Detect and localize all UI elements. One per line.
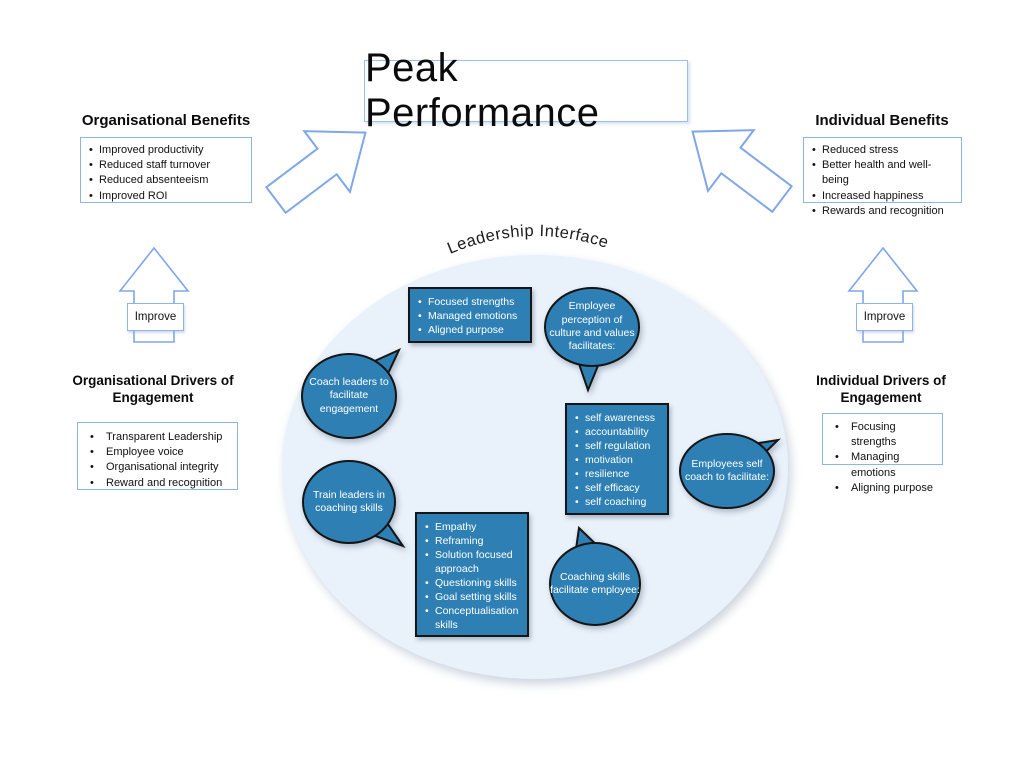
page-title: Peak Performance <box>365 46 600 135</box>
list-item: Reduced absenteeism <box>87 173 247 188</box>
diagonal-arrow-left-shape <box>264 130 367 215</box>
list-item: Improved ROI <box>87 189 247 204</box>
perception-bubble-text: Employee perception of culture and value… <box>549 300 635 353</box>
ind-drivers-box: Focusing strengthsManaging emotionsAlign… <box>822 413 943 496</box>
list-item: Focusing strengths <box>829 420 938 450</box>
coaching-skills-list: EmpathyReframingSolution focused approac… <box>424 520 525 633</box>
outcomes-list: Focused strengthsManaged emotionsAligned… <box>417 295 528 337</box>
list-item: Aligning purpose <box>829 481 938 496</box>
improve-right-label: Improve <box>863 311 906 323</box>
page-title-box: Peak Performance <box>364 46 688 135</box>
list-item: Focused strengths <box>417 295 528 309</box>
improve-left-box: Improve <box>127 303 184 331</box>
bubble-body <box>549 542 641 626</box>
coach-leaders-bubble-text: Coach leaders to facilitate engagement <box>309 375 389 415</box>
list-item: Aligned purpose <box>417 323 528 337</box>
list-item: Conceptualisation skills <box>424 604 525 632</box>
org-drivers-heading: Organisational Drivers of Engagement <box>72 373 234 405</box>
self-facilitation-list: self awarenessaccountabilityself regulat… <box>574 411 665 510</box>
self-coach-bubble-text: Employees self coach to facilitate: <box>684 457 770 483</box>
list-item: self awareness <box>574 411 665 425</box>
bubble-body <box>301 353 397 439</box>
list-item: self coaching <box>574 495 665 509</box>
list-item: Managing emotions <box>829 450 938 480</box>
list-item: motivation <box>574 453 665 467</box>
org-drivers-box: Transparent LeadershipEmployee voiceOrga… <box>77 422 238 491</box>
ind-benefits-heading: Individual Benefits <box>815 112 949 129</box>
org-benefits-list: Improved productivityReduced staff turno… <box>87 143 247 204</box>
list-item: self regulation <box>574 439 665 453</box>
list-item: Reduced stress <box>810 143 957 158</box>
leadership-interface-label: Leadership Interface <box>445 222 611 258</box>
list-item: Empathy <box>424 520 525 534</box>
speech-bubble-perception <box>544 287 640 393</box>
org-benefits-box: Improved productivityReduced staff turno… <box>80 137 252 204</box>
list-item: Reduced staff turnover <box>87 158 247 173</box>
ind-benefits-box: Reduced stressBetter health and well-bei… <box>803 137 962 219</box>
bubble-body <box>544 287 640 367</box>
list-item: Employee voice <box>84 445 233 460</box>
leadership-interface-ellipse <box>282 255 788 679</box>
bubble-body <box>679 433 775 509</box>
outcomes-box: Focused strengthsManaged emotionsAligned… <box>408 287 532 343</box>
org-benefits-heading: Organisational Benefits <box>81 112 251 129</box>
self-facilitation-box: self awarenessaccountabilityself regulat… <box>565 403 669 515</box>
ind-drivers-list: Focusing strengthsManaging emotionsAlign… <box>829 420 938 496</box>
list-item: Better health and well-being <box>810 158 957 188</box>
list-item: accountability <box>574 425 665 439</box>
speech-bubble-coach-leaders <box>301 347 402 439</box>
improve-left-label: Improve <box>134 311 177 323</box>
list-item: Solution focused approach <box>424 548 525 576</box>
speech-bubble-coaching-skills <box>549 525 641 626</box>
list-item: resilience <box>574 467 665 481</box>
speech-bubble-self-coach <box>679 433 781 509</box>
list-item: Transparent Leadership <box>84 430 233 445</box>
list-item: Goal setting skills <box>424 590 525 604</box>
coaching-bubble-text: Coaching skills facilitate employee: <box>550 570 640 596</box>
coaching-skills-box: EmpathyReframingSolution focused approac… <box>415 512 529 637</box>
leadership-interface-text: Leadership Interface <box>445 222 611 258</box>
diagonal-arrow-right-shape <box>691 129 794 214</box>
list-item: self efficacy <box>574 481 665 495</box>
diagonal-arrow-right-icon <box>691 129 794 214</box>
list-item: Managed emotions <box>417 309 528 323</box>
train-leaders-bubble-text: Train leaders in coaching skills <box>313 488 385 514</box>
bubble-body <box>302 460 396 544</box>
list-item: Questioning skills <box>424 576 525 590</box>
list-item: Increased happiness <box>810 189 957 204</box>
list-item: Organisational integrity <box>84 460 233 475</box>
speech-bubble-train-leaders <box>302 460 406 549</box>
improve-right-box: Improve <box>856 303 913 331</box>
list-item: Reframing <box>424 534 525 548</box>
ind-drivers-heading: Individual Drivers of Engagement <box>816 373 946 405</box>
org-drivers-list: Transparent LeadershipEmployee voiceOrga… <box>84 430 233 491</box>
list-item: Improved productivity <box>87 143 247 158</box>
list-item: Rewards and recognition <box>810 204 957 219</box>
ind-benefits-list: Reduced stressBetter health and well-bei… <box>810 143 957 219</box>
diagonal-arrow-left-icon <box>264 130 367 215</box>
list-item: Reward and recognition <box>84 476 233 491</box>
